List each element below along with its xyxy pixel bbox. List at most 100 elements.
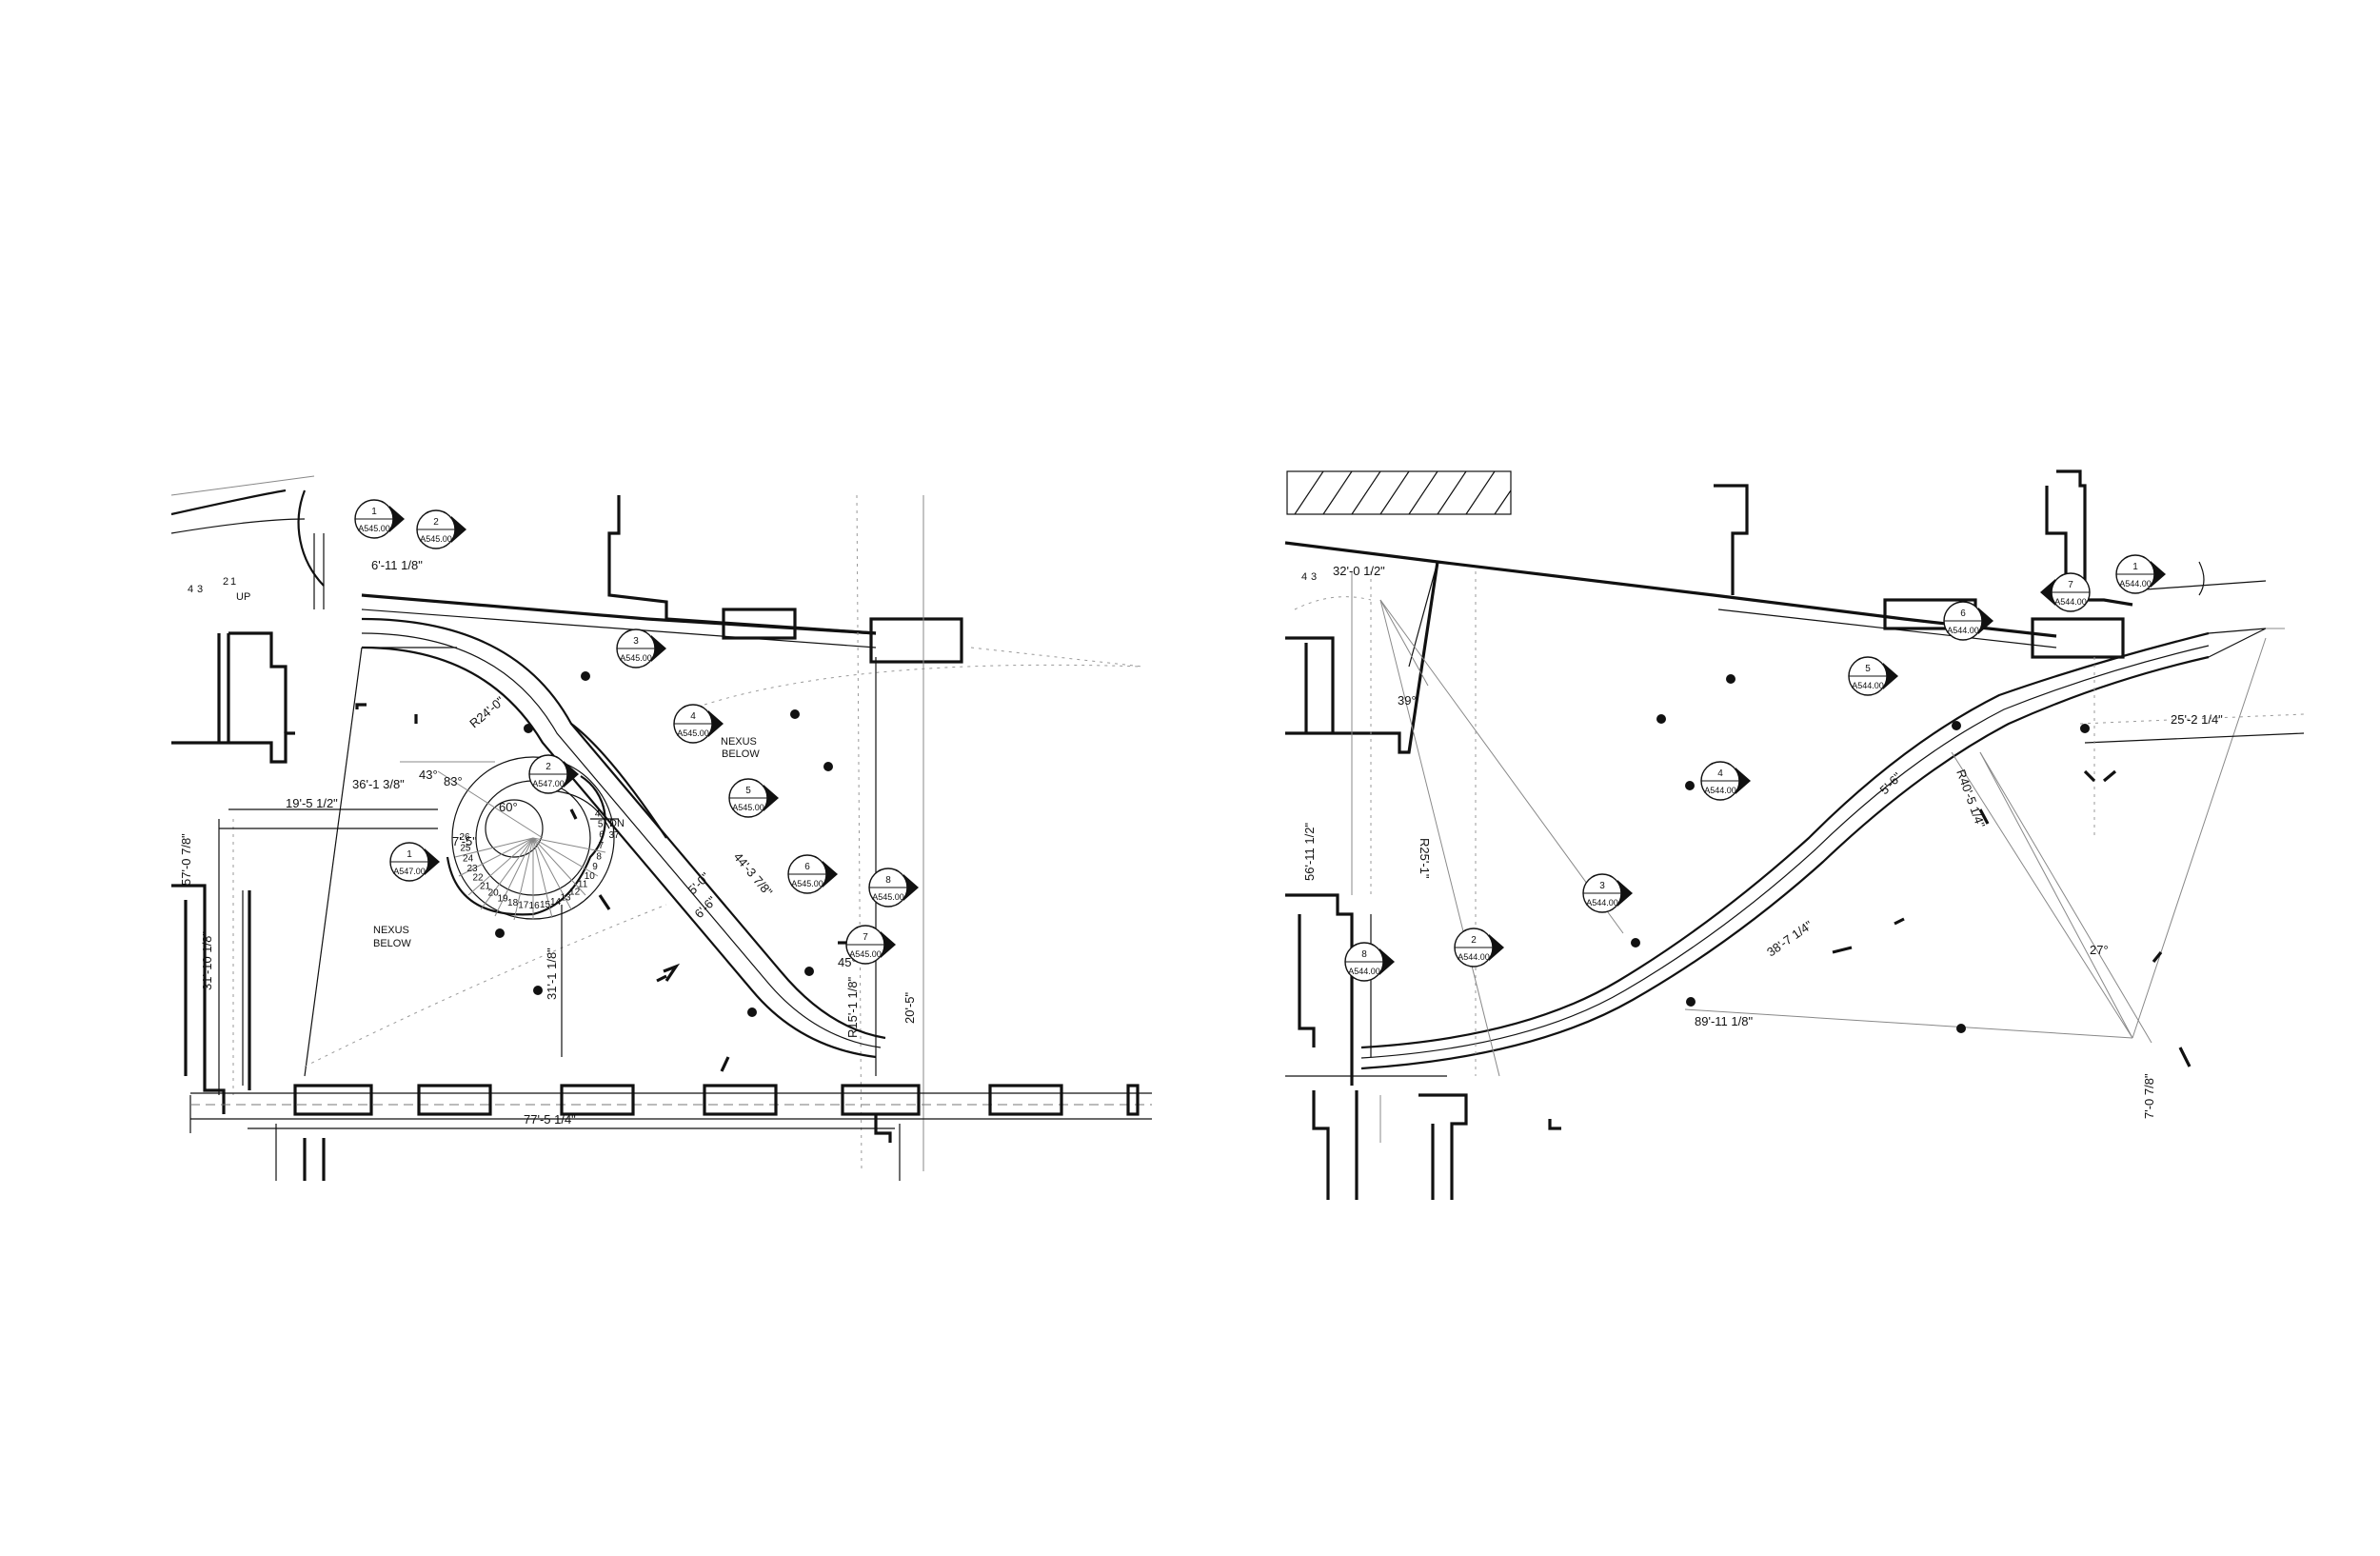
stair-step-number: 23 — [466, 864, 478, 874]
section-markers-right — [1548, 769, 2192, 1130]
dim-27deg: 27° — [2090, 943, 2109, 957]
tag-number: 7 — [863, 932, 868, 943]
stair-step-number: 17 — [518, 900, 529, 910]
tag-number: 6 — [804, 862, 810, 872]
dim-7-0: 7'-0 7/8" — [2142, 1073, 2156, 1119]
tag-sheet: A545.00 — [849, 949, 882, 959]
section-callout-tags: 1A545.002A545.003A545.004A545.005A545.00… — [354, 499, 2166, 982]
tag-number: 2 — [1471, 935, 1477, 946]
tag-number: 3 — [1599, 881, 1605, 891]
tag-number: 8 — [1361, 949, 1367, 960]
stair-step-number: 6 — [599, 830, 605, 841]
dim-6-11: 6'-11 1/8" — [371, 558, 423, 572]
left-floor-plan: NEXUS BELOW NEXUS BELOW UP DN 6'-11 1/8"… — [170, 475, 1152, 1181]
stair-step-number: 7 — [599, 841, 605, 851]
tag-sheet: A545.00 — [358, 524, 390, 533]
stair-step-number: 4 — [595, 808, 601, 819]
dim-83deg: 83° — [444, 774, 463, 788]
stair-step-number: 14 — [550, 897, 562, 908]
step-num-3r: 3 — [1311, 571, 1317, 583]
tree-markers-left — [495, 671, 833, 1017]
stair-step-number: 26 — [459, 832, 470, 843]
tag-sheet: A545.00 — [732, 803, 764, 812]
step-num-3: 3 — [197, 584, 203, 595]
stair-step-number: 25 — [460, 843, 471, 853]
tag-sheet: A545.00 — [791, 879, 823, 888]
stair-step-number: 18 — [507, 898, 519, 908]
section-markers-left — [355, 703, 885, 1072]
stair-step-number: 15 — [540, 900, 551, 910]
nexus-below-label-1a: NEXUS — [721, 736, 757, 748]
dim-43deg: 43° — [419, 768, 438, 782]
dn-label: DN — [609, 818, 625, 829]
stair-step-number: 11 — [578, 880, 588, 890]
tag-number: 2 — [433, 517, 439, 528]
stair-step-number: 16 — [529, 901, 541, 911]
dim-60deg: 60° — [499, 800, 518, 814]
stair-step-number: 19 — [497, 894, 508, 905]
step-num-1: 1 — [230, 576, 236, 588]
tag-sheet: A545.00 — [420, 534, 452, 544]
stair-step-number: 5 — [598, 819, 604, 829]
nexus-below-label-2a: NEXUS — [373, 925, 409, 936]
stair-step-number: 37 — [608, 830, 620, 841]
tag-sheet: A544.00 — [1458, 952, 1490, 962]
dim-r25: R25'-1" — [1418, 838, 1432, 879]
tag-sheet: A544.00 — [1852, 681, 1884, 690]
tag-sheet: A544.00 — [1704, 786, 1736, 795]
dim-31-10: 31'-10 1/8" — [200, 931, 214, 990]
nexus-below-label-1b: BELOW — [722, 748, 760, 760]
dim-77-5: 77'-5 1/4" — [524, 1112, 576, 1127]
tag-number: 4 — [690, 711, 696, 722]
dim-39deg: 39° — [1398, 693, 1417, 708]
stair-step-number: 24 — [463, 854, 474, 865]
dim-89-11: 89'-11 1/8" — [1695, 1014, 1753, 1028]
tag-number: 1 — [2132, 562, 2138, 572]
dim-19-5: 19'-5 1/2" — [286, 796, 338, 810]
tag-number: 7 — [2068, 580, 2073, 590]
tag-sheet: A547.00 — [532, 779, 565, 788]
up-label: UP — [236, 591, 250, 603]
step-num-2: 2 — [223, 576, 228, 588]
dim-20-5: 20'-5" — [902, 991, 917, 1024]
stair-step-number: 12 — [569, 887, 581, 897]
tag-number: 1 — [407, 849, 412, 860]
nexus-below-label-2b: BELOW — [373, 938, 411, 949]
tag-number: 3 — [633, 636, 639, 647]
tag-sheet: A545.00 — [677, 728, 709, 738]
stair-step-number: 9 — [592, 862, 598, 872]
dim-56-11: 56'-11 1/2" — [1302, 823, 1317, 881]
spiral-stair-treads — [454, 837, 606, 921]
tag-sheet: A544.00 — [2054, 597, 2087, 607]
tag-number: 1 — [371, 507, 377, 517]
tag-sheet: A544.00 — [1947, 626, 1979, 635]
tag-number: 4 — [1717, 768, 1723, 779]
dim-32-0: 32'-0 1/2" — [1333, 564, 1385, 578]
tag-sheet: A545.00 — [872, 892, 904, 902]
dim-57-0: 57'-0 7/8" — [179, 833, 193, 886]
stair-step-number: 22 — [472, 873, 484, 884]
tag-number: 2 — [545, 762, 551, 772]
tag-sheet: A547.00 — [393, 867, 426, 876]
dim-7-5: 7'-5" — [452, 834, 477, 848]
stair-step-number: 20 — [488, 888, 500, 899]
step-num-4r: 4 — [1301, 571, 1307, 583]
stair-step-number: 10 — [585, 871, 596, 882]
stair-step-number: 21 — [480, 881, 491, 891]
stair-step-number: 13 — [560, 893, 571, 904]
tag-sheet: A544.00 — [1586, 898, 1618, 908]
stair-step-number: 8 — [596, 851, 602, 862]
tag-number: 5 — [745, 786, 751, 796]
